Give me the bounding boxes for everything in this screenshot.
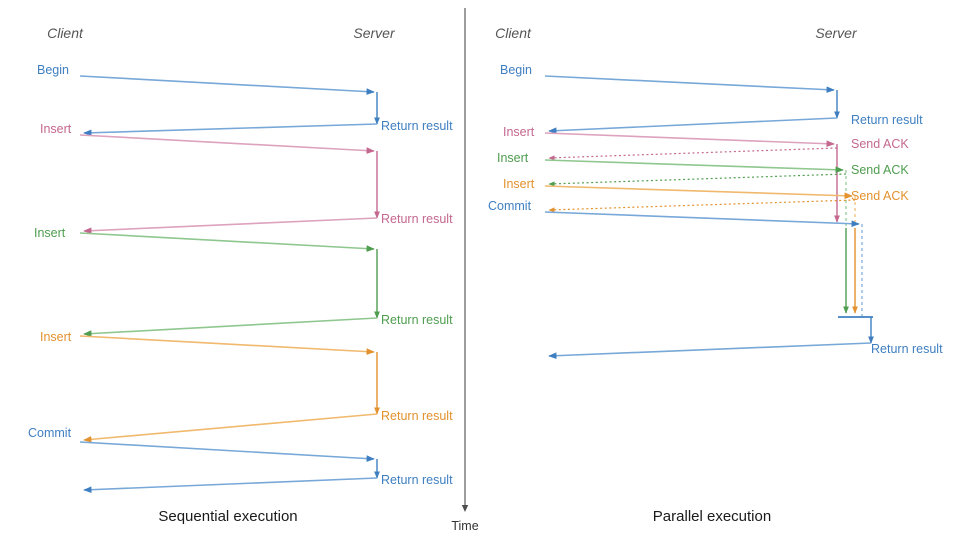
flow-pink-reply [83, 217, 378, 234]
message-label-return-result: Return result [851, 113, 923, 127]
message-label-insert: Insert [40, 122, 72, 136]
flow-pink-request [544, 132, 835, 148]
flow-blue-reply [548, 342, 872, 360]
actor-label-server: Server [815, 25, 858, 41]
message-label-insert: Insert [34, 226, 66, 240]
flow-green-request [544, 159, 844, 174]
message-label-insert: Insert [40, 330, 72, 344]
actor-label-server: Server [353, 25, 396, 41]
message-label-return-result: Return result [381, 409, 453, 423]
flow-pink-ack [548, 147, 838, 161]
flow-blue-reply [548, 117, 838, 134]
message-label-return-result: Return result [381, 473, 453, 487]
flow-orange-request [544, 185, 853, 200]
flow-blue-request [544, 211, 860, 228]
message-label-send-ack: Send ACK [851, 137, 909, 151]
message-label-insert: Insert [503, 125, 535, 139]
actor-label-client: Client [495, 25, 532, 41]
message-label-return-result: Return result [381, 212, 453, 226]
flow-orange-ack [548, 199, 856, 213]
flow-blue-reply [83, 477, 378, 494]
message-label-begin: Begin [500, 63, 532, 77]
actor-label-client: Client [47, 25, 84, 41]
time-axis-label: Time [451, 519, 478, 533]
flow-orange-reply [83, 413, 378, 443]
flow-blue-reply [83, 123, 378, 137]
flows-sequential [79, 75, 380, 494]
message-label-commit: Commit [28, 426, 72, 440]
flow-green-reply [83, 317, 378, 337]
message-label-return-result: Return result [871, 342, 943, 356]
panel-caption-sequential: Sequential execution [158, 508, 297, 525]
message-label-begin: Begin [37, 63, 69, 77]
message-label-insert: Insert [497, 151, 529, 165]
flow-blue-request [79, 75, 375, 95]
flow-blue-request [79, 441, 375, 462]
message-label-return-result: Return result [381, 119, 453, 133]
flow-pink-request [79, 134, 375, 154]
flow-blue-request [544, 75, 835, 93]
message-label-commit: Commit [488, 199, 532, 213]
flow-green-request [79, 232, 375, 252]
message-label-send-ack: Send ACK [851, 189, 909, 203]
message-label-return-result: Return result [381, 313, 453, 327]
message-label-insert: Insert [503, 177, 535, 191]
flow-orange-request [79, 335, 375, 355]
flow-green-ack [548, 173, 847, 187]
panel-caption-parallel: Parallel execution [653, 508, 771, 525]
time-axis-arrowhead [461, 505, 469, 512]
flows-parallel [544, 75, 874, 360]
time-axis: Time [451, 8, 479, 533]
message-label-send-ack: Send ACK [851, 163, 909, 177]
